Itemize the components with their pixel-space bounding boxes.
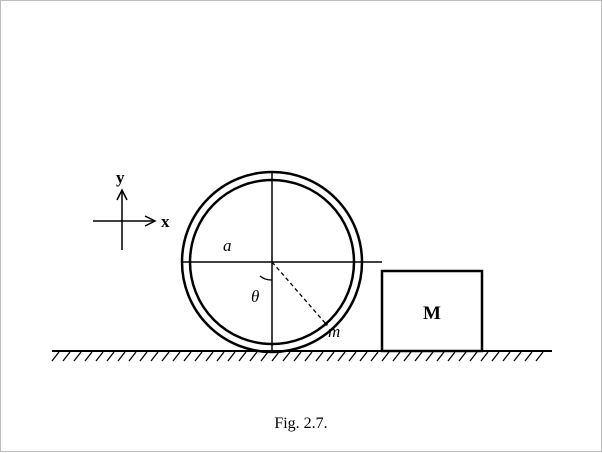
hatch-mark — [95, 351, 104, 362]
hatch-mark — [535, 351, 544, 362]
hatch-mark — [502, 351, 511, 362]
hatch-mark — [315, 351, 324, 362]
hatch-mark — [183, 351, 192, 362]
hatch-mark — [205, 351, 214, 362]
hatch-mark — [425, 351, 434, 362]
y-axis-label: y — [116, 168, 125, 187]
angle-label: θ — [251, 287, 259, 306]
hatch-mark — [392, 351, 401, 362]
hatch-mark — [172, 351, 181, 362]
hatch-mark — [359, 351, 368, 362]
y-axis-arrowhead — [116, 188, 128, 201]
hatch-mark — [106, 351, 115, 362]
hatch-mark — [491, 351, 500, 362]
hatch-mark — [458, 351, 467, 362]
angle-arc — [259, 275, 273, 281]
radius-label: a — [223, 236, 232, 255]
x-axis-label: x — [161, 212, 170, 231]
hatch-mark — [128, 351, 137, 362]
hatch-mark — [84, 351, 93, 362]
hatch-mark — [436, 351, 445, 362]
hatch-mark — [216, 351, 225, 362]
hatch-mark — [282, 351, 291, 362]
hatch-mark — [304, 351, 313, 362]
particle-mass-label: m — [328, 322, 340, 341]
hatch-mark — [260, 351, 269, 362]
hatch-mark — [62, 351, 71, 362]
hatch-mark — [447, 351, 456, 362]
x-axis-arrowhead — [144, 215, 157, 227]
figure-caption: Fig. 2.7. — [274, 415, 328, 432]
hatch-mark — [249, 351, 258, 362]
hatch-mark — [227, 351, 236, 362]
hatch-mark — [139, 351, 148, 362]
hatch-mark — [194, 351, 203, 362]
hatch-mark — [414, 351, 423, 362]
particle-radius-dashed — [271, 261, 327, 325]
hatch-mark — [161, 351, 170, 362]
hatch-mark — [271, 351, 280, 362]
hatch-mark — [293, 351, 302, 362]
hatch-mark — [513, 351, 522, 362]
hatch-mark — [381, 351, 390, 362]
hatch-mark — [370, 351, 379, 362]
particle-point — [324, 322, 328, 326]
hatch-mark — [150, 351, 159, 362]
hatch-mark — [51, 351, 60, 362]
ground-hatching — [51, 351, 544, 362]
hatch-mark — [326, 351, 335, 362]
hatch-mark — [73, 351, 82, 362]
hatch-mark — [403, 351, 412, 362]
hatch-mark — [238, 351, 247, 362]
hatch-mark — [524, 351, 533, 362]
hatch-mark — [117, 351, 126, 362]
hatch-mark — [480, 351, 489, 362]
axes-indicator — [93, 188, 157, 250]
hatch-mark — [469, 351, 478, 362]
hatch-mark — [348, 351, 357, 362]
hatch-mark — [337, 351, 346, 362]
block-mass-label: M — [423, 303, 441, 324]
